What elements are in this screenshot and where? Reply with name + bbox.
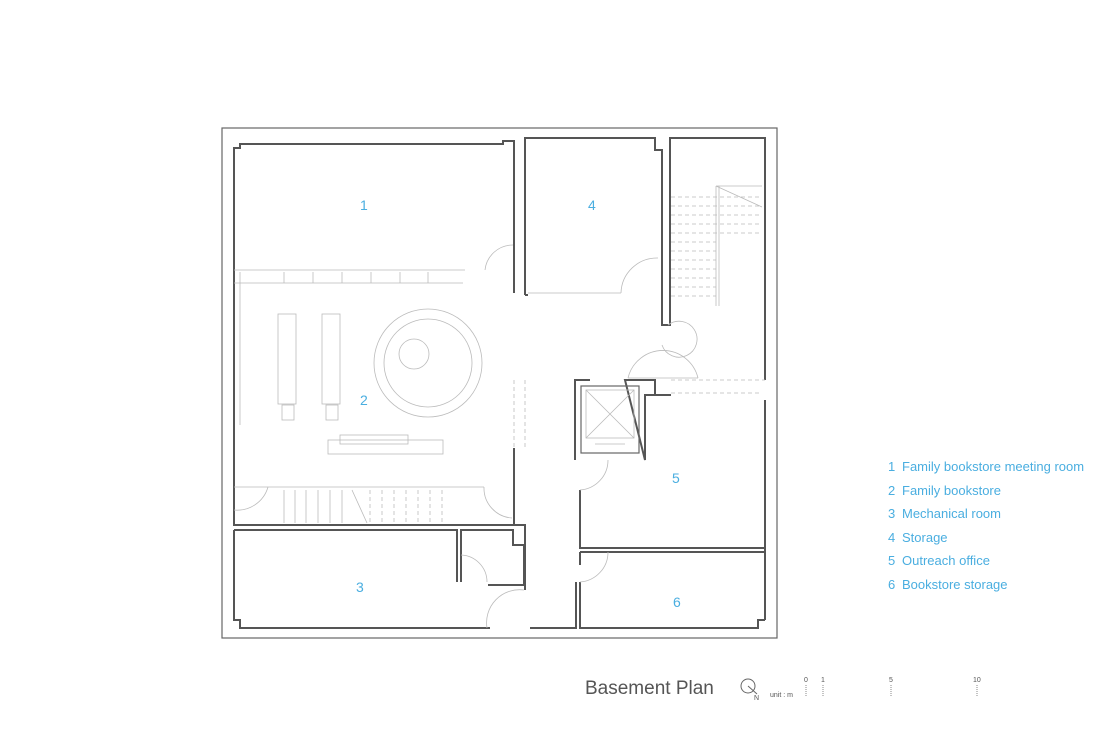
svg-text:10: 10: [973, 677, 981, 684]
door-swing: [484, 244, 514, 271]
svg-text:5: 5: [889, 677, 893, 684]
plan-title: Basement Plan: [585, 678, 714, 699]
stair-wall: [661, 137, 766, 620]
room-label-2: 2: [360, 392, 368, 408]
room-3-wall: [233, 524, 765, 629]
elevator-icon: [585, 389, 635, 439]
room-label-5: 5: [672, 470, 680, 486]
svg-text:0: 0: [804, 677, 808, 684]
furniture: [277, 308, 483, 455]
room-5-6-wall: [579, 394, 765, 565]
svg-text:1: 1: [821, 677, 825, 684]
room-1-2-wall: [233, 140, 515, 526]
room-4-wall: [524, 137, 663, 296]
room-label-1: 1: [360, 197, 368, 213]
outer-wall: [221, 127, 778, 639]
elevator-core: [574, 379, 656, 461]
svg-text:N: N: [754, 695, 759, 702]
room-label-4: 4: [588, 197, 596, 213]
stairs: [234, 486, 484, 524]
scale-bar: 0 1 5 10: [804, 677, 981, 697]
room-label-3: 3: [356, 579, 364, 595]
unit-label: unit : m: [770, 692, 793, 699]
shelving: [234, 269, 465, 425]
room-label-6: 6: [673, 594, 681, 610]
north-arrow-icon: N: [740, 678, 759, 702]
